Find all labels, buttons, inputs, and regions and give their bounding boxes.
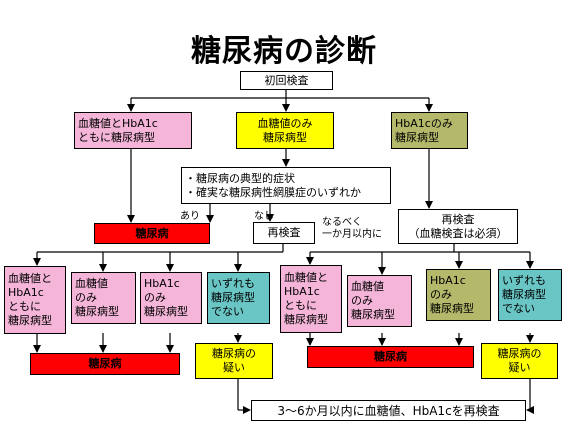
label-line: なるべく — [322, 217, 362, 228]
node-text-line: いずれも — [502, 274, 546, 287]
diabetes-result-node-3: 糖尿病 — [307, 346, 474, 368]
diabetes-result-node-2: 糖尿病 — [30, 353, 180, 375]
node-text-line: 疑い — [508, 361, 531, 374]
left-neither-node: いずれも 糖尿病型 でない — [207, 272, 270, 324]
node-text-line: HbA1cのみ — [395, 116, 453, 130]
node-text: 糖尿病 — [374, 350, 407, 363]
node-text-line: HbA1c — [8, 286, 44, 299]
both-diabetic-type-node: 血糖値とHbA1c ともに糖尿病型 — [74, 112, 192, 149]
node-text-line: いずれも — [211, 277, 255, 290]
node-text-line: 糖尿病型 — [430, 302, 474, 315]
node-text-line: ともに — [8, 300, 41, 313]
node-text: 初回検査 — [264, 73, 309, 87]
node-text-line: 再検査 — [441, 212, 475, 226]
node-text-line: 糖尿病型 — [395, 130, 439, 144]
right-neither-node: いずれも 糖尿病型 でない — [498, 269, 562, 321]
left-hba1c-only-node: HbA1c のみ 糖尿病型 — [140, 272, 202, 324]
node-text-line: のみ — [75, 291, 97, 304]
node-text-line: 糖尿病型 — [502, 288, 546, 301]
node-text: 3～6か月以内に血糖値、HbA1cを再検査 — [277, 403, 500, 418]
within-month-label: なるべく 一か月以内に — [322, 217, 382, 241]
node-text-line: 血糖値と — [284, 271, 328, 284]
retest-node-2: 再検査 （血糖検査は必須） — [398, 209, 518, 244]
glucose-only-diabetic-type-node: 血糖値のみ 糖尿病型 — [236, 112, 334, 149]
hba1c-only-diabetic-type-node: HbA1cのみ 糖尿病型 — [391, 112, 468, 149]
node-text-line: 血糖値 — [75, 277, 108, 290]
symptoms-check-node: ・糖尿病の典型的症状 ・確実な糖尿病性網膜症のいずれか — [181, 167, 391, 204]
node-text-line: 糖尿病型 — [284, 313, 328, 326]
node-text-line: 糖尿病型 — [144, 305, 188, 318]
node-text-line: 血糖値 — [351, 280, 384, 293]
node-text-line: HbA1c — [430, 274, 466, 287]
node-text: 糖尿病 — [88, 357, 122, 370]
node-text-line: でない — [211, 305, 244, 318]
initial-test-node: 初回検査 — [240, 71, 333, 90]
right-both-diabetic-type-node: 血糖値と HbA1c ともに 糖尿病型 — [280, 265, 342, 333]
node-text-line: 疑い — [223, 361, 245, 374]
final-retest-node: 3～6か月以内に血糖値、HbA1cを再検査 — [251, 400, 526, 421]
node-text-line: （血糖検査は必須） — [408, 226, 508, 240]
node-text-line: HbA1c — [284, 285, 320, 298]
node-text-line: 血糖値とHbA1c — [78, 116, 158, 130]
node-text-line: 糖尿病型 — [351, 308, 395, 321]
node-text-line: のみ — [430, 288, 452, 301]
node-text-line: 糖尿病型 — [75, 305, 119, 318]
left-both-diabetic-type-node: 血糖値と HbA1c ともに 糖尿病型 — [4, 266, 66, 334]
node-text-line: ・糖尿病の典型的症状 — [185, 171, 295, 185]
node-text-line: 血糖値のみ — [257, 116, 313, 130]
retest-node-1: 再検査 — [253, 222, 315, 244]
right-glucose-only-node: 血糖値 のみ 糖尿病型 — [347, 275, 412, 327]
node-text-line: 糖尿病型 — [8, 314, 52, 327]
right-hba1c-only-node: HbA1c のみ 糖尿病型 — [426, 269, 491, 321]
node-text-line: HbA1c — [144, 277, 180, 290]
node-text-line: ともに糖尿病型 — [78, 130, 155, 144]
node-text: 糖尿病 — [135, 226, 169, 240]
no-label: なし — [254, 211, 274, 222]
node-text-line: 糖尿病の — [497, 347, 542, 360]
node-text: 再検査 — [267, 226, 301, 239]
node-text-line: 糖尿病の — [212, 347, 256, 360]
yes-label: あり — [180, 211, 200, 222]
node-text-line: でない — [502, 302, 535, 315]
node-text-line: 血糖値と — [8, 272, 52, 285]
left-glucose-only-node: 血糖値 のみ 糖尿病型 — [71, 272, 136, 324]
diabetes-result-node-1: 糖尿病 — [94, 223, 210, 244]
diagram-title: 糖尿病の診断 — [191, 34, 377, 69]
node-text-line: ともに — [284, 299, 317, 312]
suspected-diabetes-node-1: 糖尿病の 疑い — [195, 343, 273, 379]
node-text-line: のみ — [351, 294, 373, 307]
suspected-diabetes-node-2: 糖尿病の 疑い — [481, 343, 558, 379]
node-text-line: 糖尿病型 — [211, 291, 255, 304]
node-text-line: 糖尿病型 — [263, 130, 307, 144]
node-text-line: のみ — [144, 291, 166, 304]
label-line: 一か月以内に — [322, 229, 382, 240]
node-text-line: ・確実な糖尿病性網膜症のいずれか — [185, 185, 361, 199]
